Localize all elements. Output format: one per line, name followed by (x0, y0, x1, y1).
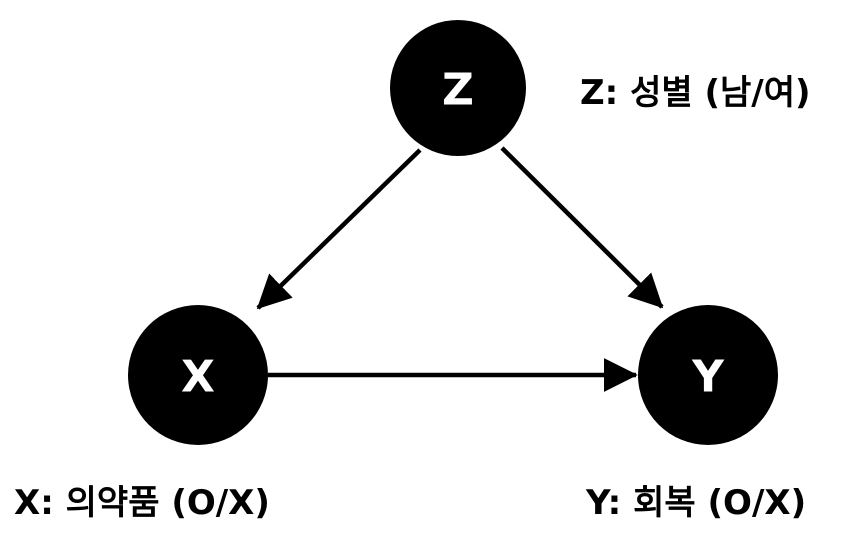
node-y-label: Y (691, 352, 725, 403)
node-x-label: X (181, 352, 215, 403)
node-y-description: Y: 회복 (O/X) (585, 483, 806, 523)
edge-z-to-y (500, 146, 664, 309)
node-x-circle (128, 305, 268, 445)
edges (256, 146, 664, 392)
node-z-description: Z: 성별 (남/여) (580, 73, 811, 113)
node-x-description: X: 의약품 (O/X) (14, 483, 270, 523)
node-y-circle (638, 305, 778, 445)
node-z-circle (390, 20, 526, 156)
node-x: X (128, 305, 268, 445)
node-z-label: Z (442, 65, 474, 116)
edge-z-to-x (256, 148, 422, 310)
node-y: Y (638, 305, 778, 445)
node-z: Z (390, 20, 526, 156)
